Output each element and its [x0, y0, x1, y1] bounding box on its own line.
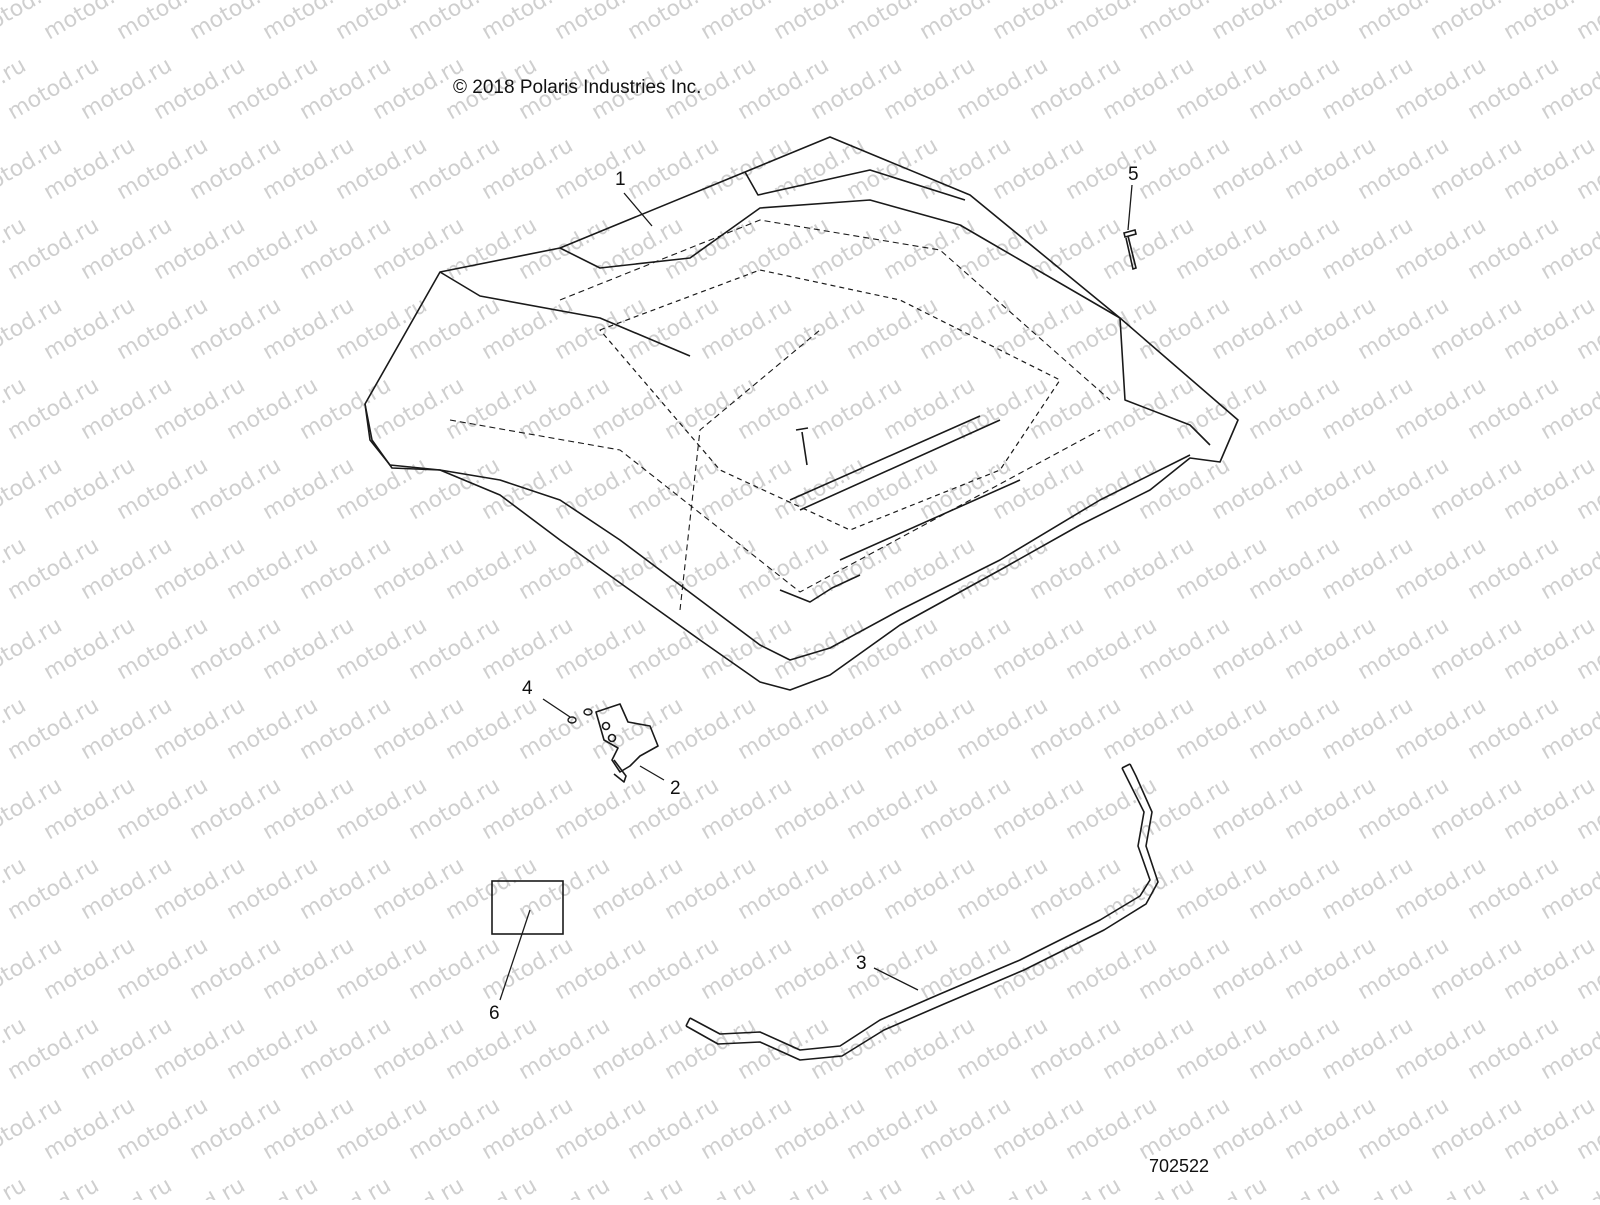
- callout-6: 6: [489, 1003, 500, 1025]
- callout-2: 2: [670, 778, 681, 800]
- callout-3: 3: [856, 953, 867, 975]
- roof-pin: [796, 428, 808, 465]
- callout-4: 4: [522, 678, 533, 700]
- leader-line-2: [640, 766, 664, 780]
- callout-1: 1: [615, 169, 626, 191]
- leader-line-5: [1128, 185, 1132, 230]
- drawing-number: 702522: [1149, 1156, 1209, 1177]
- watermark-text: motod.ru: [0, 1173, 30, 1200]
- copyright-notice: © 2018 Polaris Industries Inc.: [453, 77, 701, 99]
- leader-line-4: [543, 699, 570, 717]
- callout-5: 5: [1128, 164, 1139, 186]
